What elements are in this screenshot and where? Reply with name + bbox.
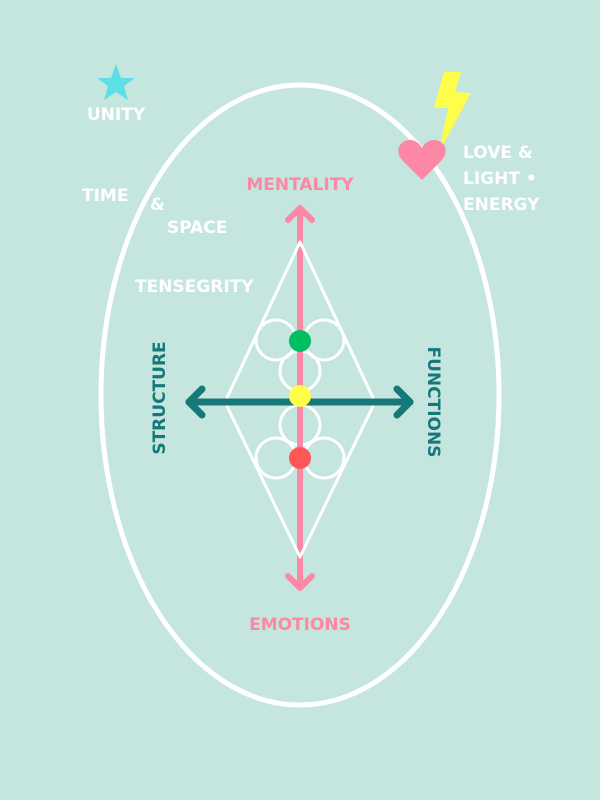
yellow-dot	[289, 385, 311, 407]
heart-icon	[398, 140, 446, 180]
space-label: SPACE	[167, 218, 227, 238]
time-label: TIME	[82, 186, 128, 206]
green-dot	[289, 330, 311, 352]
structure-label: STRUCTURE	[150, 341, 170, 454]
lightning-icon	[434, 72, 471, 152]
star-icon	[97, 64, 135, 100]
ampersand-label: &	[150, 195, 165, 215]
emotions-label: EMOTIONS	[249, 615, 351, 635]
light-label: LIGHT •	[463, 169, 537, 189]
unity-label: UNITY	[87, 105, 146, 125]
tensegrity-label: TENSEGRITY	[135, 277, 254, 297]
outer-ellipse	[98, 82, 502, 708]
energy-label: ENERGY	[463, 195, 540, 215]
mentality-label: MENTALITY	[246, 175, 354, 195]
love-label: LOVE &	[463, 143, 533, 163]
red-dot	[289, 447, 311, 469]
tensegrity-diamond	[223, 240, 377, 559]
functions-label: FUNCTIONS	[423, 347, 443, 458]
